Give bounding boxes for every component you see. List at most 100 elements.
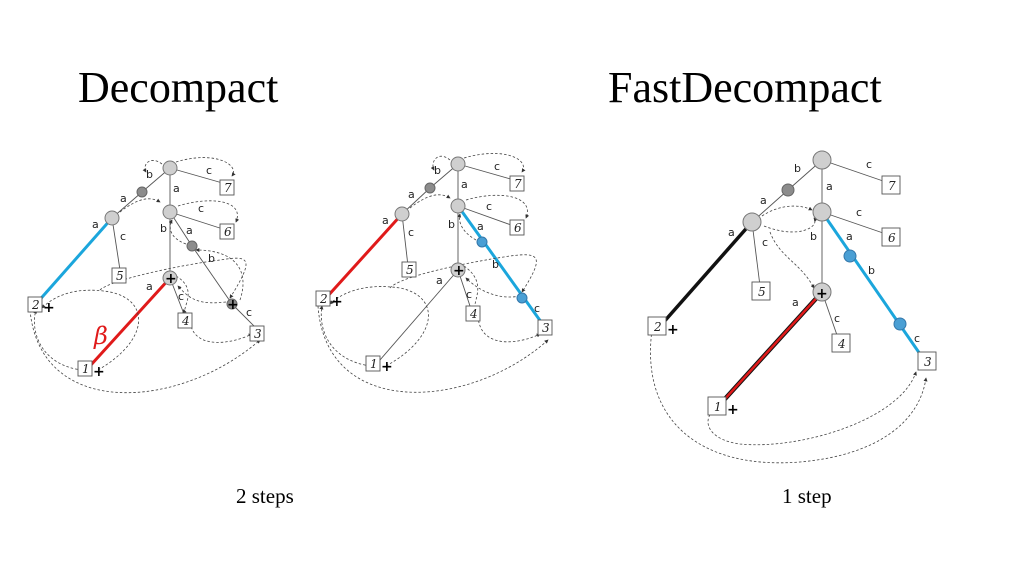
edge-label: c [834, 312, 840, 325]
edge-label: a [436, 274, 443, 287]
edge-label: b [434, 164, 441, 177]
tree-node [136, 186, 148, 198]
edge-label: c [198, 202, 204, 215]
leaf-label: 6 [514, 221, 522, 235]
title-fastdecompact: FastDecompact [608, 63, 882, 112]
edge-label: c [534, 302, 540, 315]
edge-label: a [477, 220, 484, 233]
leaf-label: 7 [224, 181, 232, 195]
edge-label: a [408, 188, 415, 201]
leaf-label: 5 [758, 285, 766, 299]
edge-label: c [494, 160, 500, 173]
edge-label: a [92, 218, 99, 231]
tree-node [812, 202, 832, 222]
black-path-edge [660, 220, 754, 326]
edge-label: b [868, 264, 875, 277]
leaf-label: 7 [514, 177, 522, 191]
tree-node [226, 298, 238, 310]
edge-label: c [762, 236, 768, 249]
plus-mark: + [727, 402, 739, 418]
edge-label: b [810, 230, 817, 243]
tree-node [162, 204, 178, 220]
leaf-label: 6 [888, 231, 896, 245]
edge-label: a [382, 214, 389, 227]
caption-one-step: 1 step [782, 484, 832, 508]
tree-node [893, 317, 907, 331]
caption-two-steps: 2 steps [236, 484, 294, 508]
leaf-label: 5 [406, 263, 414, 277]
edge-label: c [866, 158, 872, 171]
plus-mark: + [816, 286, 828, 302]
edge-label: c [486, 200, 492, 213]
leaf-label: 1 [370, 357, 378, 371]
plus-mark: + [667, 322, 679, 338]
blue-path-edge [34, 217, 114, 305]
edge-label: c [206, 164, 212, 177]
blue-path-edge [456, 205, 546, 327]
leaf-label: 3 [254, 327, 262, 341]
tree-node [394, 206, 410, 222]
edge-label: a [146, 280, 153, 293]
leaf-label: 7 [888, 179, 896, 193]
leaf-boxes [647, 175, 937, 416]
edge-label: c [408, 226, 414, 239]
edge-label: a [173, 182, 180, 195]
blue-path-edge [820, 211, 922, 355]
plus-mark: + [331, 294, 343, 310]
tree-node [742, 212, 762, 232]
suffix-links [650, 205, 928, 464]
beta-label: β [93, 322, 108, 350]
plus-mark: + [453, 263, 465, 279]
edge-label: c [178, 290, 184, 303]
tree-node [186, 240, 198, 252]
plus-mark: + [43, 300, 55, 316]
diagram-decompact-step2: + 7 6 3 4 5 2 1 + + b a c a a c c b a b … [315, 153, 553, 393]
plus-mark: + [227, 297, 239, 313]
red-path-edge [324, 212, 404, 300]
tree-node [450, 156, 466, 172]
red-path-edge [722, 290, 824, 402]
tree-node [162, 160, 178, 176]
edge-label: a [846, 230, 853, 243]
diagram-fastdecompact: + 7 6 3 4 5 2 1 + + b a c a a c c b a b … [647, 150, 937, 464]
tree-node [812, 282, 832, 302]
leaf-boxes [27, 179, 265, 377]
tree-node [424, 182, 436, 194]
edge-label: b [492, 258, 499, 271]
leaf-label: 4 [469, 307, 478, 321]
leaf-boxes [315, 175, 553, 372]
edge-label: a [826, 180, 833, 193]
edge-label: b [208, 252, 215, 265]
edge-label: c [914, 332, 920, 345]
leaf-label: 1 [714, 400, 722, 414]
leaf-label: 4 [181, 314, 190, 328]
tree-node [812, 150, 832, 170]
tree-node [162, 270, 178, 286]
leaf-label: 2 [653, 320, 662, 334]
tree-node [450, 262, 466, 278]
tree-edges [751, 159, 887, 339]
leaf-label: 6 [224, 225, 232, 239]
edge-label: a [120, 192, 127, 205]
tree-node [781, 183, 795, 197]
edge-label: c [246, 306, 252, 319]
red-beta-edge [88, 276, 172, 368]
edge-label: a [186, 224, 193, 237]
edge-label: a [792, 296, 799, 309]
edge-label: c [466, 288, 472, 301]
tree-node [843, 249, 857, 263]
edge-label: a [461, 178, 468, 191]
edge-label: b [160, 222, 167, 235]
edge-label: c [856, 206, 862, 219]
edge-label: a [728, 226, 735, 239]
diagram-decompact-step1: + + 7 6 3 4 5 2 1 + + b a c a a c c b a … [27, 157, 265, 394]
tree-node [450, 198, 466, 214]
leaf-label: 5 [116, 269, 124, 283]
edge-label: b [794, 162, 801, 175]
leaf-label: 2 [319, 292, 328, 306]
plus-mark: + [93, 364, 105, 380]
tree-node [516, 292, 528, 304]
leaf-label: 3 [924, 355, 932, 369]
leaf-label: 3 [542, 321, 550, 335]
